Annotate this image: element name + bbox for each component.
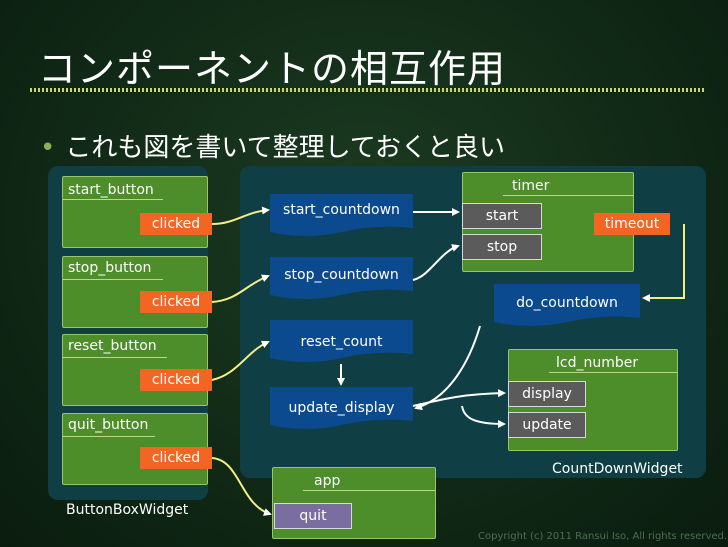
stop-countdown-label: stop_countdown (284, 267, 399, 283)
bullet-item: • これも図を書いて整理しておくと良い (40, 127, 505, 164)
slot-flag-shape (270, 387, 413, 429)
arrow-to-lcd-update (461, 405, 506, 428)
widget-header (63, 414, 155, 437)
widget-header (63, 257, 163, 280)
arrow-reset-clicked (211, 340, 270, 381)
timer-label: timer (512, 178, 550, 194)
start-button-widget (62, 176, 208, 248)
widget-header (303, 468, 435, 491)
widget-header (549, 350, 677, 373)
slot-flag-shape (270, 194, 413, 236)
stop-button-clicked-signal: clicked (140, 291, 212, 313)
app-quit-method: quit (274, 503, 352, 529)
timer-timeout-signal: timeout (594, 213, 670, 235)
reset-count-label: reset_count (300, 334, 383, 350)
reset-button-label: reset_button (68, 338, 157, 354)
slot-flag-shape (494, 284, 640, 326)
start-countdown-label: start_countdown (283, 202, 400, 218)
arrow-to-lcd-display (412, 389, 506, 407)
arrow-timeout (642, 224, 685, 302)
lcd-display-method: display (508, 381, 586, 407)
arrow-to-timer-stop (412, 244, 460, 281)
reset-button-clicked-signal: clicked (140, 369, 212, 391)
bullet-text: これも図を書いて整理しておくと良い (65, 133, 506, 163)
button-box-label: ButtonBoxWidget (66, 502, 189, 518)
update-display-slot: update_display (270, 387, 413, 431)
reset-count-slot: reset_count (270, 320, 413, 364)
app-label: app (314, 473, 341, 489)
start-button-label: start_button (68, 182, 154, 198)
bullet-dot-icon: • (40, 133, 56, 163)
quit-button-clicked-signal: clicked (140, 447, 212, 469)
arrow-quit-clicked (211, 457, 272, 516)
timer-start-method: start (462, 203, 542, 229)
start-countdown-slot: start_countdown (270, 194, 413, 238)
copyright-notice: Copyright (c) 2011 Ransui Iso, All right… (478, 531, 728, 542)
slide-title: コンポーネントの相互作用 (38, 47, 507, 91)
lcd-number-label: lcd_number (556, 355, 639, 371)
do-countdown-slot: do_countdown (494, 284, 640, 328)
stop-countdown-slot: stop_countdown (270, 257, 413, 301)
update-display-label: update_display (288, 400, 395, 416)
slot-flag-shape (270, 320, 413, 362)
widget-header (63, 177, 163, 200)
quit-button-label: quit_button (68, 417, 149, 433)
quit-button-widget (62, 413, 208, 485)
title-divider (30, 88, 706, 92)
lcd-update-method: update (508, 412, 586, 438)
arrow-start-clicked (211, 206, 270, 225)
timer-stop-method: stop (462, 234, 542, 260)
widget-header (63, 335, 167, 358)
arrow-stop-clicked (211, 274, 270, 303)
start-button-clicked-signal: clicked (140, 213, 212, 235)
slot-flag-shape (270, 257, 413, 299)
do-countdown-label: do_countdown (516, 295, 618, 311)
stop-button-label: stop_button (68, 260, 152, 276)
countdown-label: CountDownWidget (552, 461, 683, 477)
widget-header (503, 173, 633, 196)
